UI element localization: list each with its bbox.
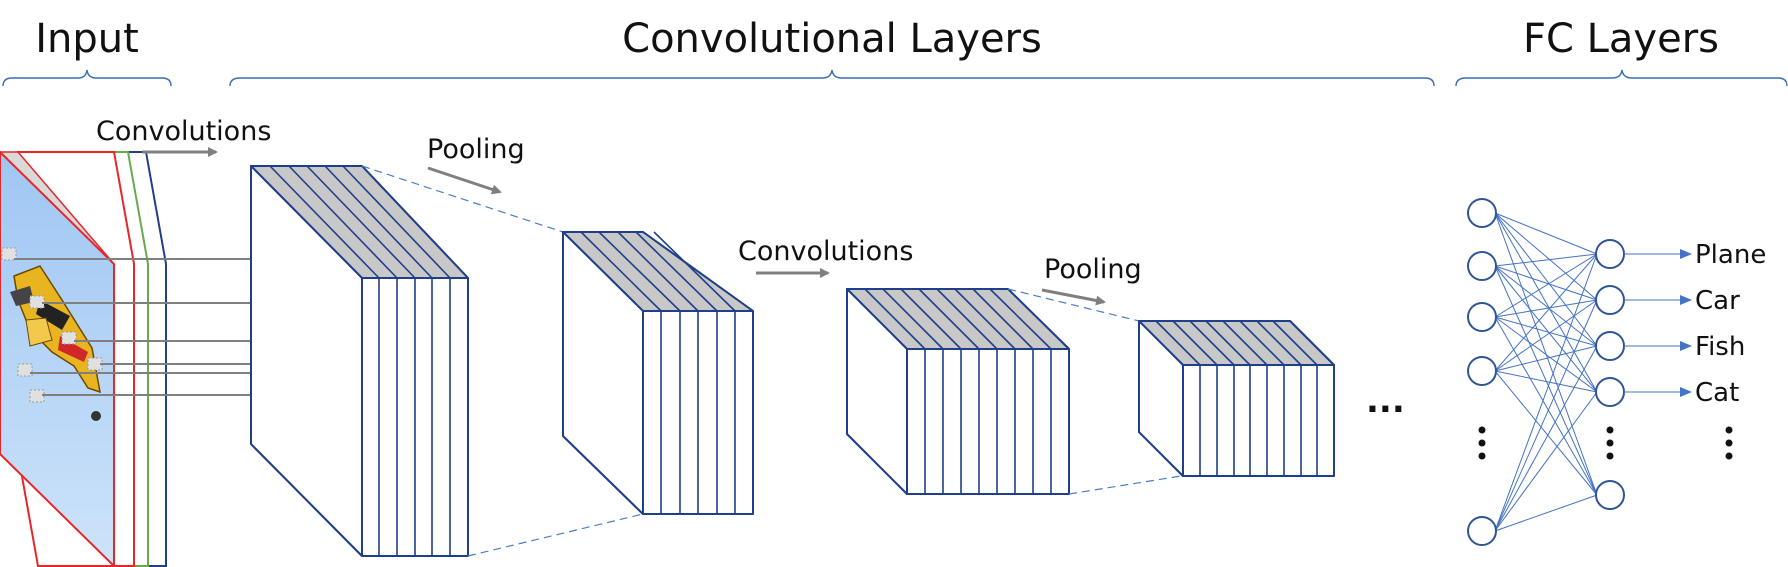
- fc-connection: [1494, 212, 1598, 393]
- fc-connection: [1494, 212, 1598, 255]
- arrow-pooling-2: [1041, 288, 1106, 306]
- vertical-ellipsis-icon: [1478, 426, 1486, 460]
- input-image-plane: [0, 150, 115, 567]
- section-title-input: Input: [35, 16, 139, 62]
- patch-marker: [17, 363, 33, 377]
- section-title-fc-layers: FC Layers: [1523, 16, 1719, 62]
- input-image-stack: [0, 150, 167, 567]
- fc-connection: [1494, 253, 1598, 318]
- feature-map-block-1: [250, 165, 469, 557]
- label-pooling-2: Pooling: [1044, 254, 1142, 285]
- brace-fc-layers: [1455, 69, 1788, 87]
- class-label-plane: Plane: [1695, 240, 1766, 270]
- fc-connection: [1494, 212, 1598, 347]
- patch-marker: [87, 357, 103, 371]
- label-convolutions-2: Convolutions: [738, 236, 913, 267]
- patch-marker: [1, 247, 17, 261]
- class-label-cat: Cat: [1695, 378, 1739, 408]
- fc-connection: [1494, 316, 1598, 393]
- fc-connection: [1494, 299, 1598, 318]
- fc-output-node: [1595, 331, 1625, 361]
- fc-connection: [1494, 370, 1598, 393]
- fc-connection: [1494, 212, 1598, 301]
- label-convolutions-1: Convolutions: [96, 116, 271, 147]
- patch-marker: [29, 295, 45, 309]
- fc-output-node: [1595, 377, 1625, 407]
- fc-input-node: [1467, 356, 1497, 386]
- fc-network: Plane Car Fish Cat: [1467, 198, 1766, 546]
- arrow-pooling-1: [427, 166, 502, 195]
- fc-connection: [1494, 299, 1598, 372]
- projection-line: [361, 165, 564, 233]
- fc-output-node: [1595, 239, 1625, 269]
- continuation-ellipsis: ...: [1366, 381, 1405, 421]
- brace-convolutional-layers: [229, 69, 1435, 87]
- patch-marker: [61, 331, 77, 345]
- fc-connection: [1494, 316, 1598, 496]
- label-pooling-1: Pooling: [427, 134, 525, 165]
- projection-line: [1007, 288, 1140, 322]
- feature-map-block-3: [846, 288, 1070, 495]
- fc-connection: [1494, 370, 1598, 496]
- class-label-fish: Fish: [1695, 332, 1745, 362]
- fc-output-node: [1595, 285, 1625, 315]
- fc-input-node: [1467, 251, 1497, 281]
- fc-connection: [1494, 265, 1598, 301]
- fc-connection: [1494, 265, 1598, 393]
- feature-map-block-4: [1138, 320, 1335, 477]
- projection-line: [467, 513, 644, 557]
- fc-connection: [1494, 265, 1598, 347]
- fc-input-node: [1467, 302, 1497, 332]
- fc-connection: [1494, 391, 1598, 532]
- fc-connection: [1494, 265, 1598, 496]
- vertical-ellipsis-icon: [1606, 426, 1614, 460]
- feature-map-block-2: [562, 231, 754, 515]
- fc-input-node: [1467, 198, 1497, 228]
- section-title-convolutional-layers: Convolutional Layers: [622, 16, 1042, 62]
- fc-connection: [1494, 253, 1598, 372]
- patch-marker: [29, 389, 45, 403]
- projection-line: [1068, 475, 1182, 495]
- brace-input: [2, 69, 172, 87]
- fc-connection: [1494, 345, 1598, 372]
- vertical-ellipsis-icon: [1725, 426, 1733, 460]
- fc-connection: [1494, 494, 1598, 532]
- fc-connection: [1494, 299, 1598, 532]
- fc-connection: [1494, 253, 1598, 532]
- fc-connection: [1494, 345, 1598, 532]
- fc-connection: [1494, 253, 1598, 267]
- fc-input-node: [1467, 516, 1497, 546]
- fc-connection: [1494, 316, 1598, 347]
- fc-output-node: [1595, 480, 1625, 510]
- class-label-car: Car: [1695, 286, 1740, 316]
